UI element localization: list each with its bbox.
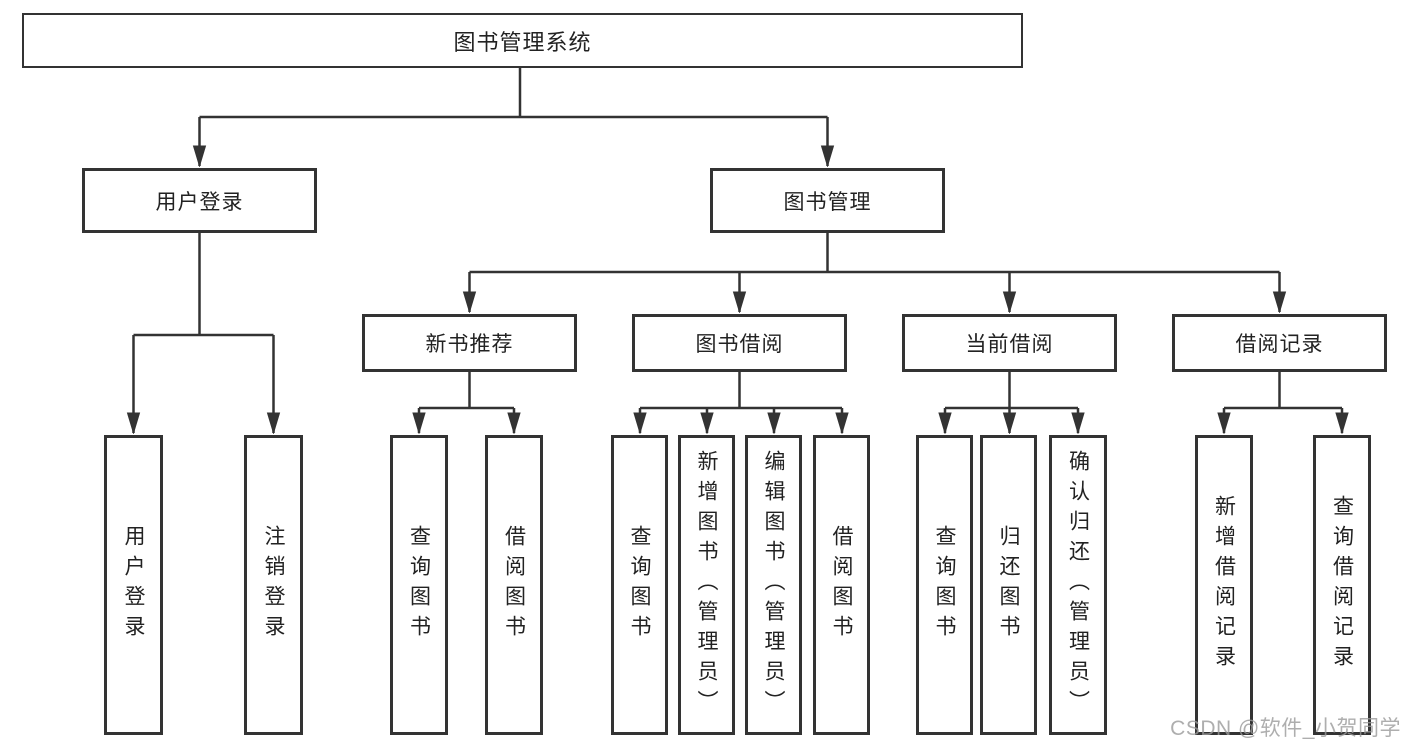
leaf-return-books: 归还图书 [980,435,1037,735]
leaf-query-borrow-record: 查询借阅记录 [1313,435,1371,735]
leaf-borrow-books: 借阅图书 [813,435,870,735]
node-library-system: 图书管理系统 [22,13,1023,68]
leaf-add-books-admin: 新增图书（管理员） [678,435,735,735]
node-user-login: 用户登录 [82,168,317,233]
leaf-query-books-current: 查询图书 [916,435,973,735]
leaf-confirm-return-admin: 确认归还（管理员） [1049,435,1107,735]
node-borrow-records: 借阅记录 [1172,314,1387,372]
node-new-book-recommend: 新书推荐 [362,314,577,372]
leaf-add-borrow-record: 新增借阅记录 [1195,435,1253,735]
leaf-logout: 注销登录 [244,435,303,735]
node-book-management: 图书管理 [710,168,945,233]
leaf-query-books-borrow: 查询图书 [611,435,668,735]
leaf-query-books-recommend: 查询图书 [390,435,448,735]
node-book-borrow: 图书借阅 [632,314,847,372]
node-current-borrow: 当前借阅 [902,314,1117,372]
leaf-edit-books-admin: 编辑图书（管理员） [745,435,802,735]
leaf-user-login: 用户登录 [104,435,163,735]
leaf-borrow-books-recommend: 借阅图书 [485,435,543,735]
